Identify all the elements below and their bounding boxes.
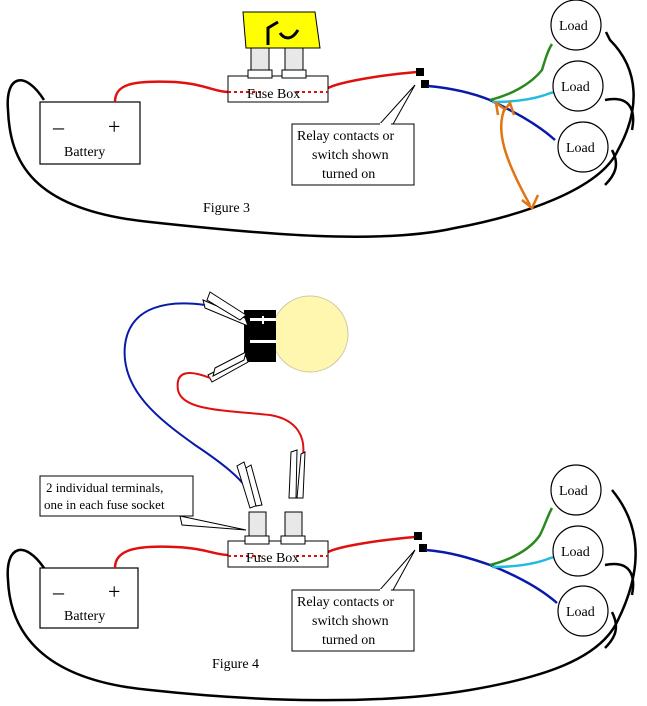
red-test-lead — [176, 372, 305, 456]
ground-wire-fig4 — [6, 489, 637, 702]
load-2-fig4: Load — [552, 525, 604, 577]
load-3-fig3: Load — [557, 121, 609, 173]
fuse-fig3 — [242, 11, 321, 71]
load-label: Load — [559, 484, 588, 499]
bulb-base — [244, 310, 276, 362]
red-wire-battery-to-fuse-fig4 — [113, 545, 229, 569]
relay-callout-box-fig3 — [291, 123, 415, 186]
fuse-box-fig4 — [227, 540, 329, 568]
load-1-fig4: Load — [550, 464, 602, 516]
green-wire-fig4 — [489, 507, 554, 567]
fuse-box-label: Fuse Box — [246, 551, 299, 566]
load-label: Load — [566, 141, 595, 156]
red-wire-battery-to-fuse-fig3 — [113, 80, 229, 103]
relay-note-line-2: switch shown — [312, 148, 389, 163]
relay-note-line-3: turned on — [322, 167, 375, 182]
blue-wire-fig4 — [425, 548, 558, 604]
blue-wire-fig3 — [427, 84, 556, 141]
relay-note-line-3: turned on — [322, 633, 375, 648]
relay-callout-box-fig4 — [291, 589, 415, 652]
load-2-fig3: Load — [552, 60, 604, 112]
figure-4-caption: Figure 4 — [212, 657, 259, 672]
fuse-box-fig3 — [227, 75, 329, 103]
terminal-left — [248, 511, 267, 539]
alligator-clip-right-socket — [288, 449, 306, 499]
figure-3: – + Battery Fuse Box — [6, 0, 635, 238]
figure-4: – + Battery Fuse Box 2 individual termin… — [6, 291, 637, 702]
terminal-right — [284, 511, 303, 539]
fuse-box-label: Fuse Box — [247, 87, 300, 102]
battery-fig3 — [39, 101, 141, 165]
green-wire-fig3 — [489, 43, 554, 102]
load-3-fig4: Load — [557, 585, 609, 637]
alligator-clip-bottom — [207, 351, 249, 383]
relay-contact-fig3 — [416, 68, 424, 76]
alligator-clip-top — [202, 291, 249, 327]
terminal-note-line-2: one in each fuse socket — [44, 497, 165, 512]
relay-note-line-2: switch shown — [312, 614, 389, 629]
terminal-callout-box — [39, 475, 194, 517]
ground-wire-branch-2-fig4 — [604, 611, 618, 649]
battery-minus: – — [52, 114, 65, 139]
red-wire-fuse-to-relay-fig4 — [327, 535, 416, 554]
ground-wire-fig3 — [6, 31, 635, 238]
relay-callout-pointer-fig3 — [376, 84, 416, 127]
battery-fig4 — [39, 567, 139, 629]
relay-contact-fig4 — [414, 532, 422, 540]
relay-note-line-1: Relay contacts or — [297, 129, 395, 144]
alligator-clip-left-socket — [236, 461, 263, 509]
battery-label: Battery — [64, 609, 105, 624]
battery-plus: + — [108, 579, 120, 604]
red-wire-fuse-to-relay-fig3 — [327, 70, 418, 90]
battery-label: Battery — [64, 145, 105, 160]
load-label: Load — [561, 545, 590, 560]
load-label: Load — [566, 605, 595, 620]
load-label: Load — [561, 80, 590, 95]
load-1-fig3: Load — [550, 0, 602, 51]
ground-wire-branch-1-fig3 — [604, 97, 635, 131]
terminal-note-line-1: 2 individual terminals, — [46, 480, 163, 495]
battery-plus: + — [108, 114, 120, 139]
battery-minus: – — [52, 579, 65, 604]
orange-arrows-fig3 — [494, 100, 540, 210]
relay-callout-pointer-fig4 — [376, 549, 416, 593]
figure-3-caption: Figure 3 — [203, 201, 250, 216]
load-label: Load — [559, 19, 588, 34]
ground-wire-branch-2-fig3 — [604, 149, 618, 186]
terminal-callout-pointer — [179, 515, 247, 531]
blue-test-lead — [123, 302, 249, 491]
test-bulb — [271, 295, 349, 373]
ground-wire-branch-1-fig4 — [604, 562, 635, 596]
relay-note-line-1: Relay contacts or — [297, 595, 395, 610]
